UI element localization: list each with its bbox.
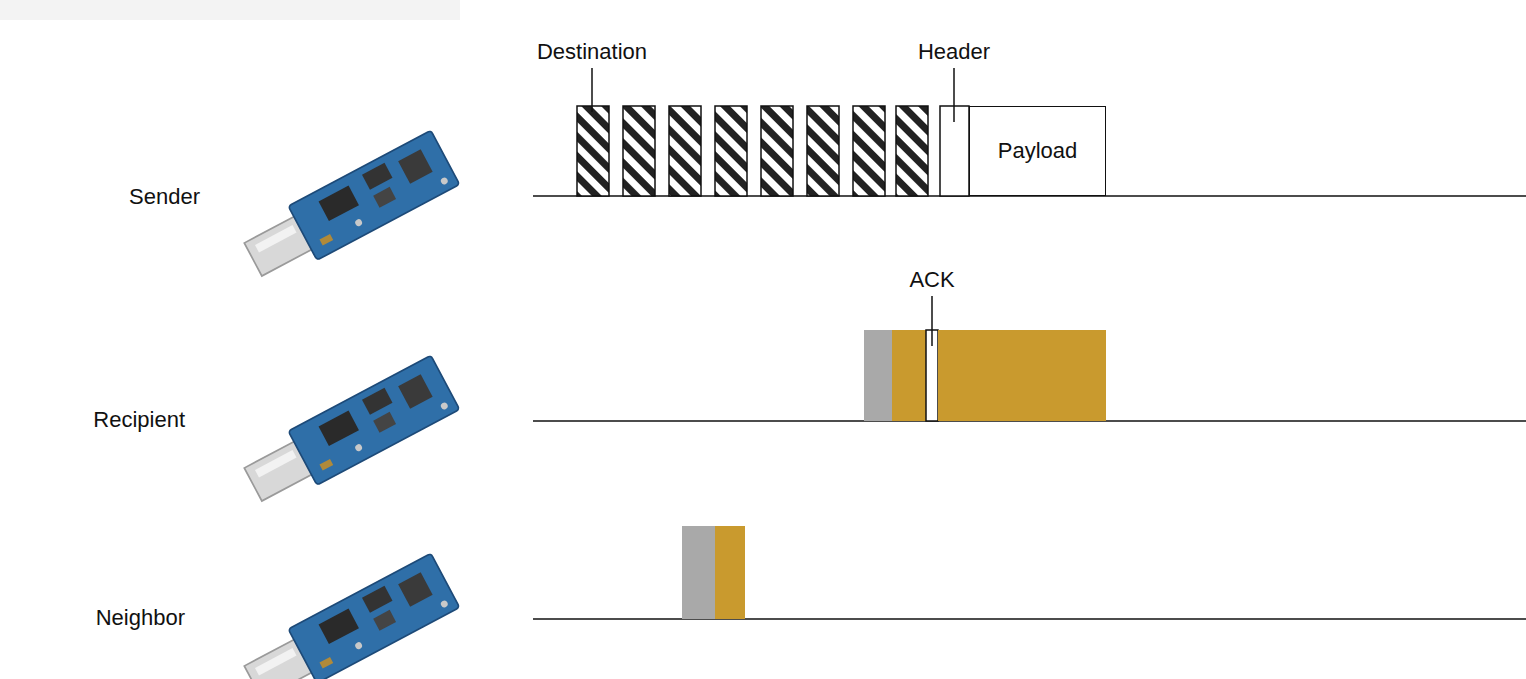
signal-label: Destination (537, 40, 647, 64)
device-label: Recipient (93, 408, 185, 432)
device-label: Sender (129, 185, 200, 209)
node-text: Payload (998, 138, 1078, 164)
payload-box: Payload (969, 106, 1106, 196)
signal-label: Header (918, 40, 990, 64)
device-label: Neighbor (96, 606, 185, 630)
signal-label: ACK (909, 268, 954, 292)
